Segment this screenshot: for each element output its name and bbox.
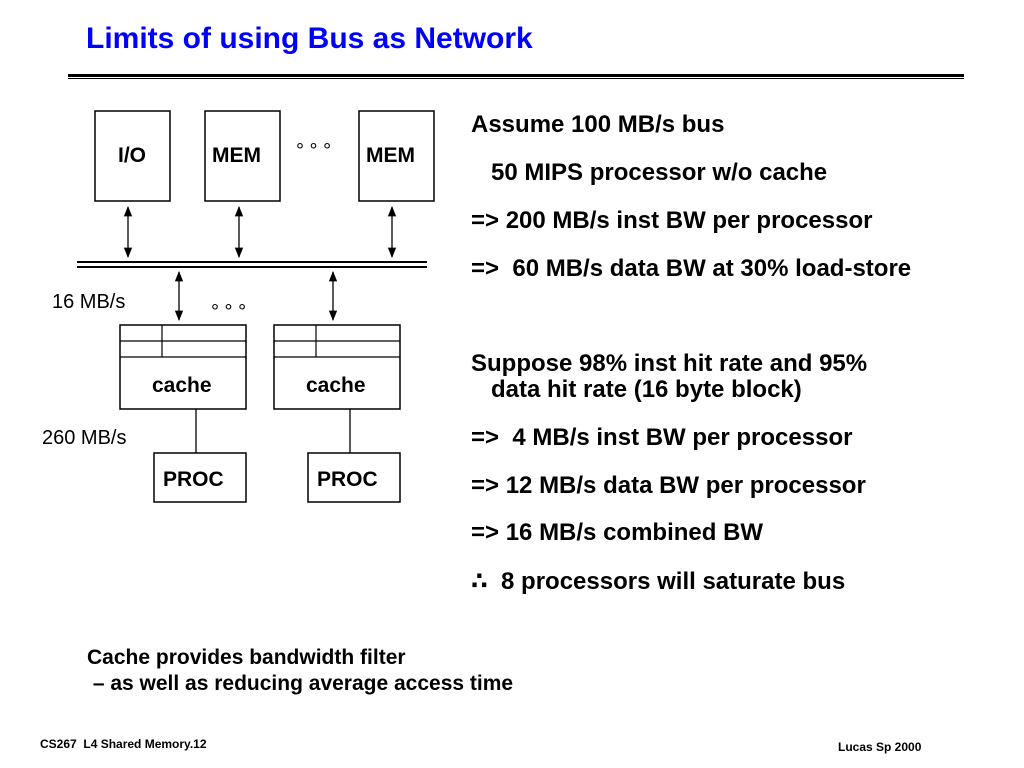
proc-label-1: PROC [163,468,224,491]
inst-bw-line: => 200 MB/s inst BW per processor [471,207,873,234]
cache-label-2: cache [306,374,366,397]
bus-line [77,261,427,268]
mem-label-1: MEM [212,144,261,167]
proc-box-2: PROC [307,452,401,503]
cache-label-1: cache [152,374,212,397]
top-ellipsis: ° ° ° [296,140,331,162]
proc-label-2: PROC [317,468,378,491]
cache-box-2: cache [273,324,401,410]
mem-box-1: MEM [204,110,281,202]
access-time-note: – as well as reducing average access tim… [87,672,514,695]
assume-line: Assume 100 MB/s bus [471,111,725,138]
inst-bw-result-line: => 4 MB/s inst BW per processor [471,424,853,451]
title-rule-thin [68,78,964,79]
footer-course: CS267 L4 Shared Memory.12 [40,737,207,751]
cache-rate-label: 260 MB/s [42,427,126,449]
footer-author: Lucas Sp 2000 [838,740,922,754]
cache-box-1: cache [119,324,247,410]
data-bw-result-line: => 12 MB/s data BW per processor [471,472,866,499]
mem-label-2: MEM [366,144,415,167]
mid-ellipsis: ° ° ° [211,301,246,323]
hit-rate-line: data hit rate (16 byte block) [471,376,802,403]
combined-bw-line: => 16 MB/s combined BW [471,519,764,546]
title-rule [68,74,964,77]
proc-box-1: PROC [153,452,247,503]
bus-rate-label: 16 MB/s [52,291,125,313]
suppose-line: Suppose 98% inst hit rate and 95% [471,350,868,377]
mips-line: 50 MIPS processor w/o cache [471,159,828,186]
mem-box-2: MEM [358,110,435,202]
slide-title: Limits of using Bus as Network [86,22,533,55]
io-box: I/O [94,110,171,202]
saturate-line: ∴ 8 processors will saturate bus [471,568,846,595]
io-label: I/O [118,144,146,167]
cache-filter-note: Cache provides bandwidth filter [87,646,406,669]
data-bw-line: => 60 MB/s data BW at 30% load-store [471,255,912,282]
